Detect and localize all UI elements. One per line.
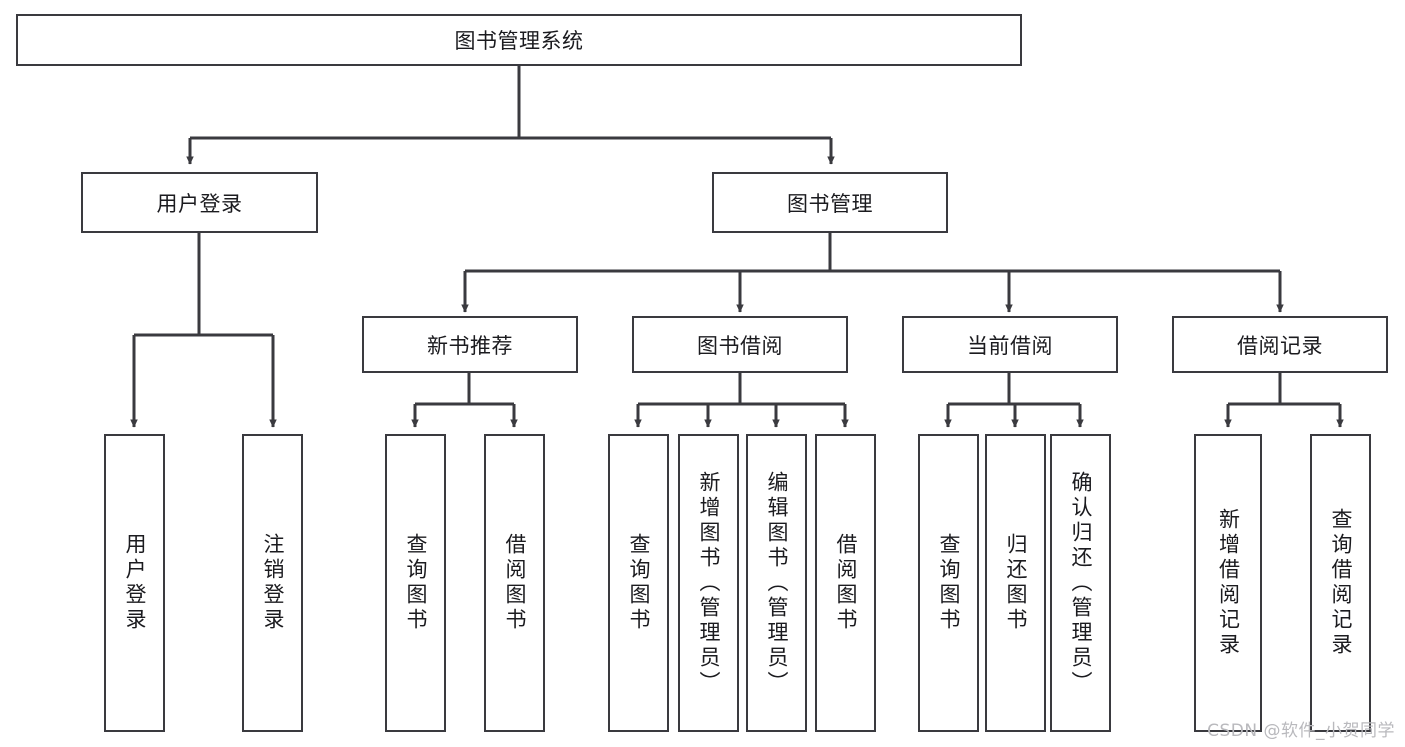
node-label: 查询图书 bbox=[627, 533, 651, 633]
leaf-borrow-book[interactable]: 借阅图书 bbox=[815, 434, 876, 732]
node-label: 当前借阅 bbox=[967, 333, 1053, 358]
csdn-watermark: CSDN @软件_小贺同学 bbox=[1207, 721, 1395, 741]
node-label: 新增借阅记录 bbox=[1216, 508, 1241, 658]
node-current-borrow[interactable]: 当前借阅 bbox=[902, 316, 1118, 373]
leaf-query-borrow-record[interactable]: 查询借阅记录 bbox=[1310, 434, 1371, 732]
leaf-return-book[interactable]: 归还图书 bbox=[985, 434, 1046, 732]
node-root-book-management-system[interactable]: 图书管理系统 bbox=[16, 14, 1022, 66]
node-label: 借阅图书 bbox=[834, 533, 858, 633]
node-borrow-record[interactable]: 借阅记录 bbox=[1172, 316, 1388, 373]
node-label: 用户登录 bbox=[156, 191, 243, 216]
node-label: 注销登录 bbox=[261, 533, 285, 633]
node-label: 新增图书（管理员） bbox=[697, 470, 721, 696]
node-label: 查询图书 bbox=[404, 533, 428, 633]
node-label: 归还图书 bbox=[1004, 533, 1028, 633]
leaf-add-book-admin[interactable]: 新增图书（管理员） bbox=[678, 434, 739, 732]
node-label: 确认归还（管理员） bbox=[1069, 470, 1093, 696]
node-label: 图书管理 bbox=[787, 191, 873, 216]
node-label: 借阅图书 bbox=[503, 533, 527, 633]
leaf-edit-book-admin[interactable]: 编辑图书（管理员） bbox=[746, 434, 807, 732]
node-label: 查询借阅记录 bbox=[1329, 508, 1353, 658]
leaf-logout[interactable]: 注销登录 bbox=[242, 434, 303, 732]
node-label: 图书借阅 bbox=[697, 333, 783, 358]
node-label: 新书推荐 bbox=[427, 333, 513, 358]
node-label: 图书管理系统 bbox=[454, 29, 584, 53]
node-book-borrow[interactable]: 图书借阅 bbox=[632, 316, 848, 373]
leaf-add-borrow-record[interactable]: 新增借阅记录 bbox=[1194, 434, 1262, 732]
node-label: 借阅记录 bbox=[1237, 333, 1323, 358]
leaf-query-book-recommend[interactable]: 查询图书 bbox=[385, 434, 446, 732]
node-label: 查询图书 bbox=[937, 533, 961, 633]
node-new-book-recommendation[interactable]: 新书推荐 bbox=[362, 316, 578, 373]
leaf-query-book-current[interactable]: 查询图书 bbox=[918, 434, 979, 732]
leaf-query-book-borrow[interactable]: 查询图书 bbox=[608, 434, 669, 732]
node-label: 用户登录 bbox=[123, 533, 147, 633]
leaf-borrow-book-recommend[interactable]: 借阅图书 bbox=[484, 434, 545, 732]
leaf-user-login[interactable]: 用户登录 bbox=[104, 434, 165, 732]
leaf-confirm-return-admin[interactable]: 确认归还（管理员） bbox=[1050, 434, 1111, 732]
node-label: 编辑图书（管理员） bbox=[765, 470, 789, 696]
node-user-login[interactable]: 用户登录 bbox=[81, 172, 318, 233]
node-book-management[interactable]: 图书管理 bbox=[712, 172, 948, 233]
